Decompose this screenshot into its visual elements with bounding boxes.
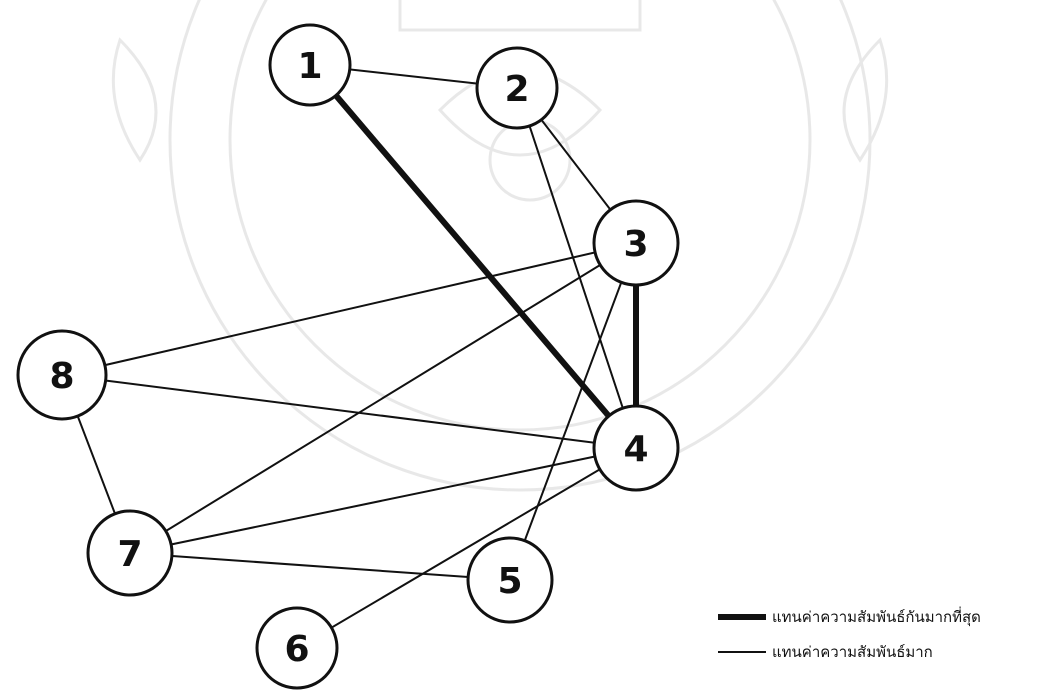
node-6: 6 [255, 606, 339, 690]
edge-7-5 [129, 552, 511, 581]
node-circle-2 [475, 46, 559, 130]
legend: แทนค่าความสัมพันธ์กันมากที่สุด แทนค่าควา… [718, 606, 981, 661]
node-label-2: 2 [504, 69, 529, 110]
edge-3-5 [509, 242, 637, 581]
node-label-6: 6 [284, 629, 309, 670]
edge-2-4 [516, 87, 637, 449]
node-8: 8 [16, 329, 108, 421]
node-circle-6 [255, 606, 339, 690]
node-label-7: 7 [117, 534, 142, 575]
node-3: 3 [592, 199, 680, 287]
node-circle-1 [268, 23, 352, 107]
node-2: 2 [475, 46, 559, 130]
node-circle-7 [86, 509, 174, 597]
edge-8-4 [61, 374, 637, 449]
node-1: 1 [268, 23, 352, 107]
node-label-1: 1 [297, 46, 322, 87]
edge-3-7 [129, 242, 637, 554]
legend-label-high: แทนค่าความสัมพันธ์มาก [772, 643, 933, 661]
node-circle-8 [16, 329, 108, 421]
node-circle-3 [592, 199, 680, 287]
legend-label-highest: แทนค่าความสัมพันธ์กันมากที่สุด [772, 606, 981, 627]
edge-6-4 [296, 447, 637, 649]
node-circle-5 [466, 536, 554, 624]
edge-1-4 [307, 62, 639, 451]
nodes-layer: 1 2 3 4 5 6 7 8 [16, 23, 680, 690]
node-circle-4 [592, 404, 680, 492]
node-7: 7 [86, 509, 174, 597]
node-label-4: 4 [623, 429, 648, 470]
edge-3-8 [61, 242, 637, 376]
edge-7-4 [129, 447, 637, 554]
node-label-8: 8 [49, 356, 74, 397]
node-5: 5 [466, 536, 554, 624]
node-label-5: 5 [497, 561, 522, 602]
node-label-3: 3 [623, 224, 648, 265]
university-seal-watermark [111, 0, 889, 492]
node-4: 4 [592, 404, 680, 492]
